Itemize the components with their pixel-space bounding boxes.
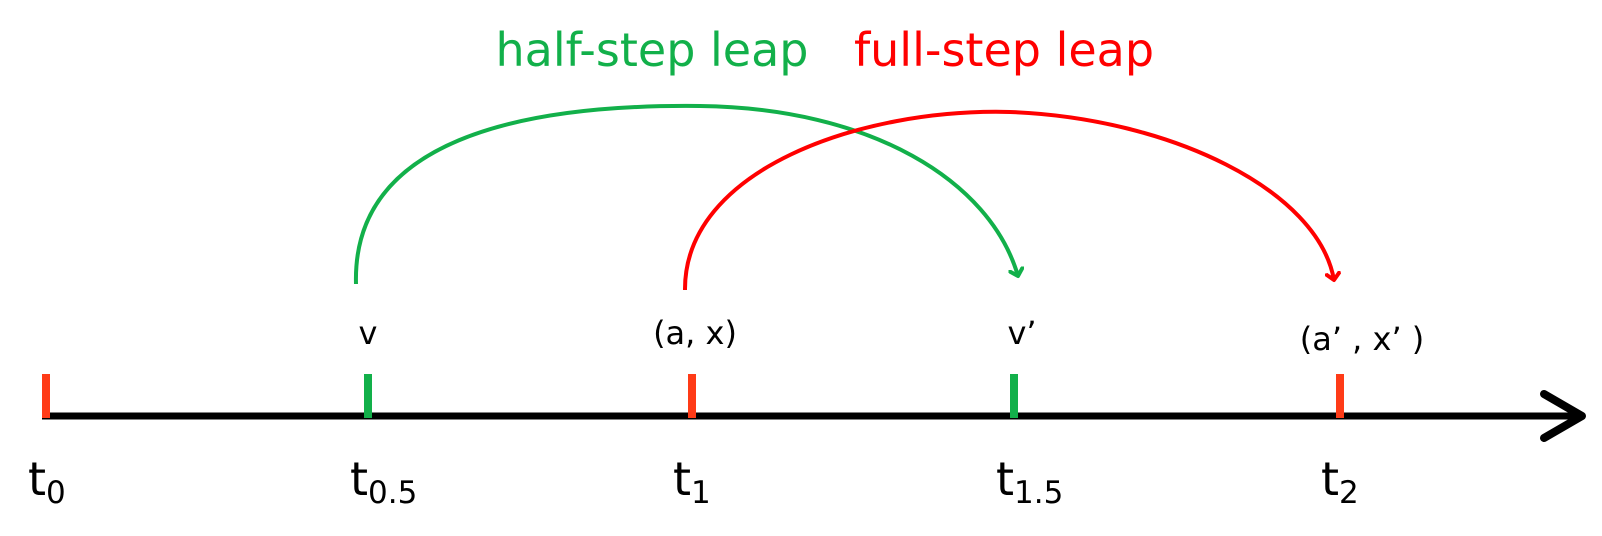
time-label-base: t (350, 452, 368, 506)
full-step-leap-title: full-step leap (854, 23, 1154, 77)
time-label-subscript: 2 (1339, 475, 1359, 511)
half-step-leap-arrow (353, 103, 1018, 285)
time-label-base: t (28, 452, 46, 506)
velocity-label: v (359, 314, 378, 352)
time-label-subscript: 1 (691, 475, 711, 511)
time-label-base: t (673, 452, 691, 506)
time-label-t0-5: t0.5 (350, 452, 417, 511)
full-step-leap-arrow (682, 109, 1334, 291)
half-step-leap-title: half-step leap (496, 23, 809, 77)
acceleration-position-prime-label: (a’ , x’ ) (1300, 320, 1425, 358)
time-label-t2: t2 (1321, 452, 1359, 511)
time-label-base: t (1321, 452, 1339, 506)
velocity-prime-label: v’ (1007, 314, 1036, 352)
time-label-t0: t0 (28, 452, 66, 511)
acceleration-position-label: (a, x) (653, 314, 737, 352)
time-label-subscript: 0.5 (368, 475, 417, 511)
time-label-base: t (996, 452, 1014, 506)
time-label-t1-5: t1.5 (996, 452, 1063, 511)
timeline-arrowhead (1540, 390, 1586, 442)
time-label-t1: t1 (673, 452, 711, 511)
time-label-subscript: 0 (46, 475, 66, 511)
time-label-subscript: 1.5 (1014, 475, 1063, 511)
